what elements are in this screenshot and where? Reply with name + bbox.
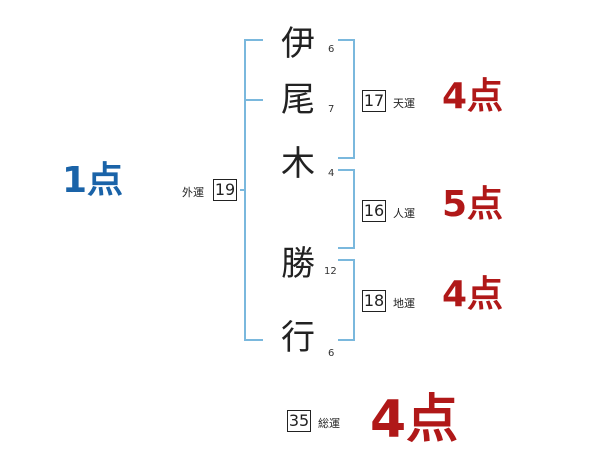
name-char-5: 行 [281,318,315,358]
tenun-bracket [338,39,355,159]
chiun-bracket [338,259,355,341]
name-char-4: 勝 [281,244,315,284]
jinun-bracket [338,169,355,249]
jinun-label: 人運 [393,207,415,220]
tenun-score: 4点 [442,76,504,117]
chiun-score: 4点 [442,274,504,315]
stroke-count-2: 7 [328,104,335,115]
chiun-label: 地運 [393,297,415,310]
gaiun-score: 1点 [62,160,124,201]
tenun-label: 天運 [393,97,415,110]
gaiun-value-box: 19 [213,179,237,201]
souun-score: 4点 [370,390,459,450]
stroke-count-4: 12 [324,266,337,277]
souun-label: 総運 [318,417,340,430]
souun-value-box: 35 [287,410,311,432]
name-char-3: 木 [281,144,315,184]
chiun-value-box: 18 [362,290,386,312]
tenun-value-box: 17 [362,90,386,112]
stroke-count-5: 6 [328,348,335,359]
name-char-1: 伊 [281,24,315,64]
stroke-count-3: 4 [328,168,335,179]
jinun-score: 5点 [442,184,504,225]
gaiun-bracket [244,39,263,341]
jinun-value-box: 16 [362,200,386,222]
gaiun-label: 外運 [182,186,204,199]
name-char-2: 尾 [281,80,315,120]
stroke-count-1: 6 [328,44,335,55]
